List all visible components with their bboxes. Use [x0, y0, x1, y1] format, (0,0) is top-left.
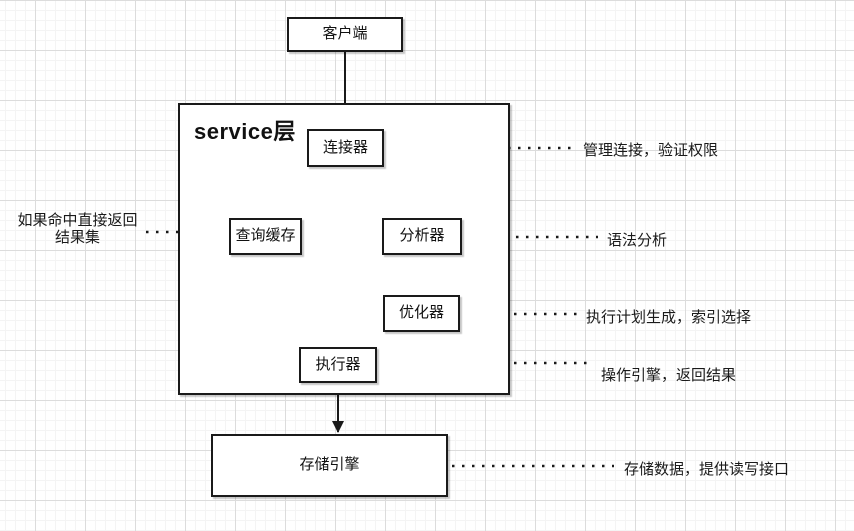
node-analyzer-label: 分析器: [399, 227, 445, 245]
node-executor: 执行器: [299, 347, 377, 383]
node-analyzer: 分析器: [382, 218, 462, 255]
node-executor-label: 执行器: [315, 355, 361, 373]
annotation-connector: 管理连接，验证权限: [583, 142, 719, 159]
annotation-query-cache: 如果命中直接返回 结果集: [5, 212, 150, 247]
node-storage-engine: 存储引擎: [211, 434, 448, 497]
node-optimizer: 优化器: [383, 295, 460, 332]
node-optimizer-label: 优化器: [398, 304, 444, 322]
node-connector-label: 连接器: [322, 138, 368, 156]
node-query-cache: 查询缓存: [229, 218, 302, 255]
annotation-query-cache-line2: 结果集: [54, 229, 100, 247]
annotation-query-cache-line1: 如果命中直接返回: [17, 212, 138, 229]
annotation-analyzer: 语法分析: [607, 232, 668, 249]
annotation-executor: 操作引擎，返回结果: [601, 367, 737, 384]
node-connector: 连接器: [307, 129, 384, 167]
node-client: 客户端: [287, 17, 403, 52]
annotation-storage: 存储数据，提供读写接口: [624, 461, 790, 478]
service-layer-title: service层: [194, 119, 296, 144]
annotation-optimizer: 执行计划生成，索引选择: [586, 309, 752, 326]
node-storage-engine-label: 存储引擎: [299, 456, 360, 474]
node-query-cache-label: 查询缓存: [235, 227, 296, 245]
node-client-label: 客户端: [322, 25, 368, 43]
